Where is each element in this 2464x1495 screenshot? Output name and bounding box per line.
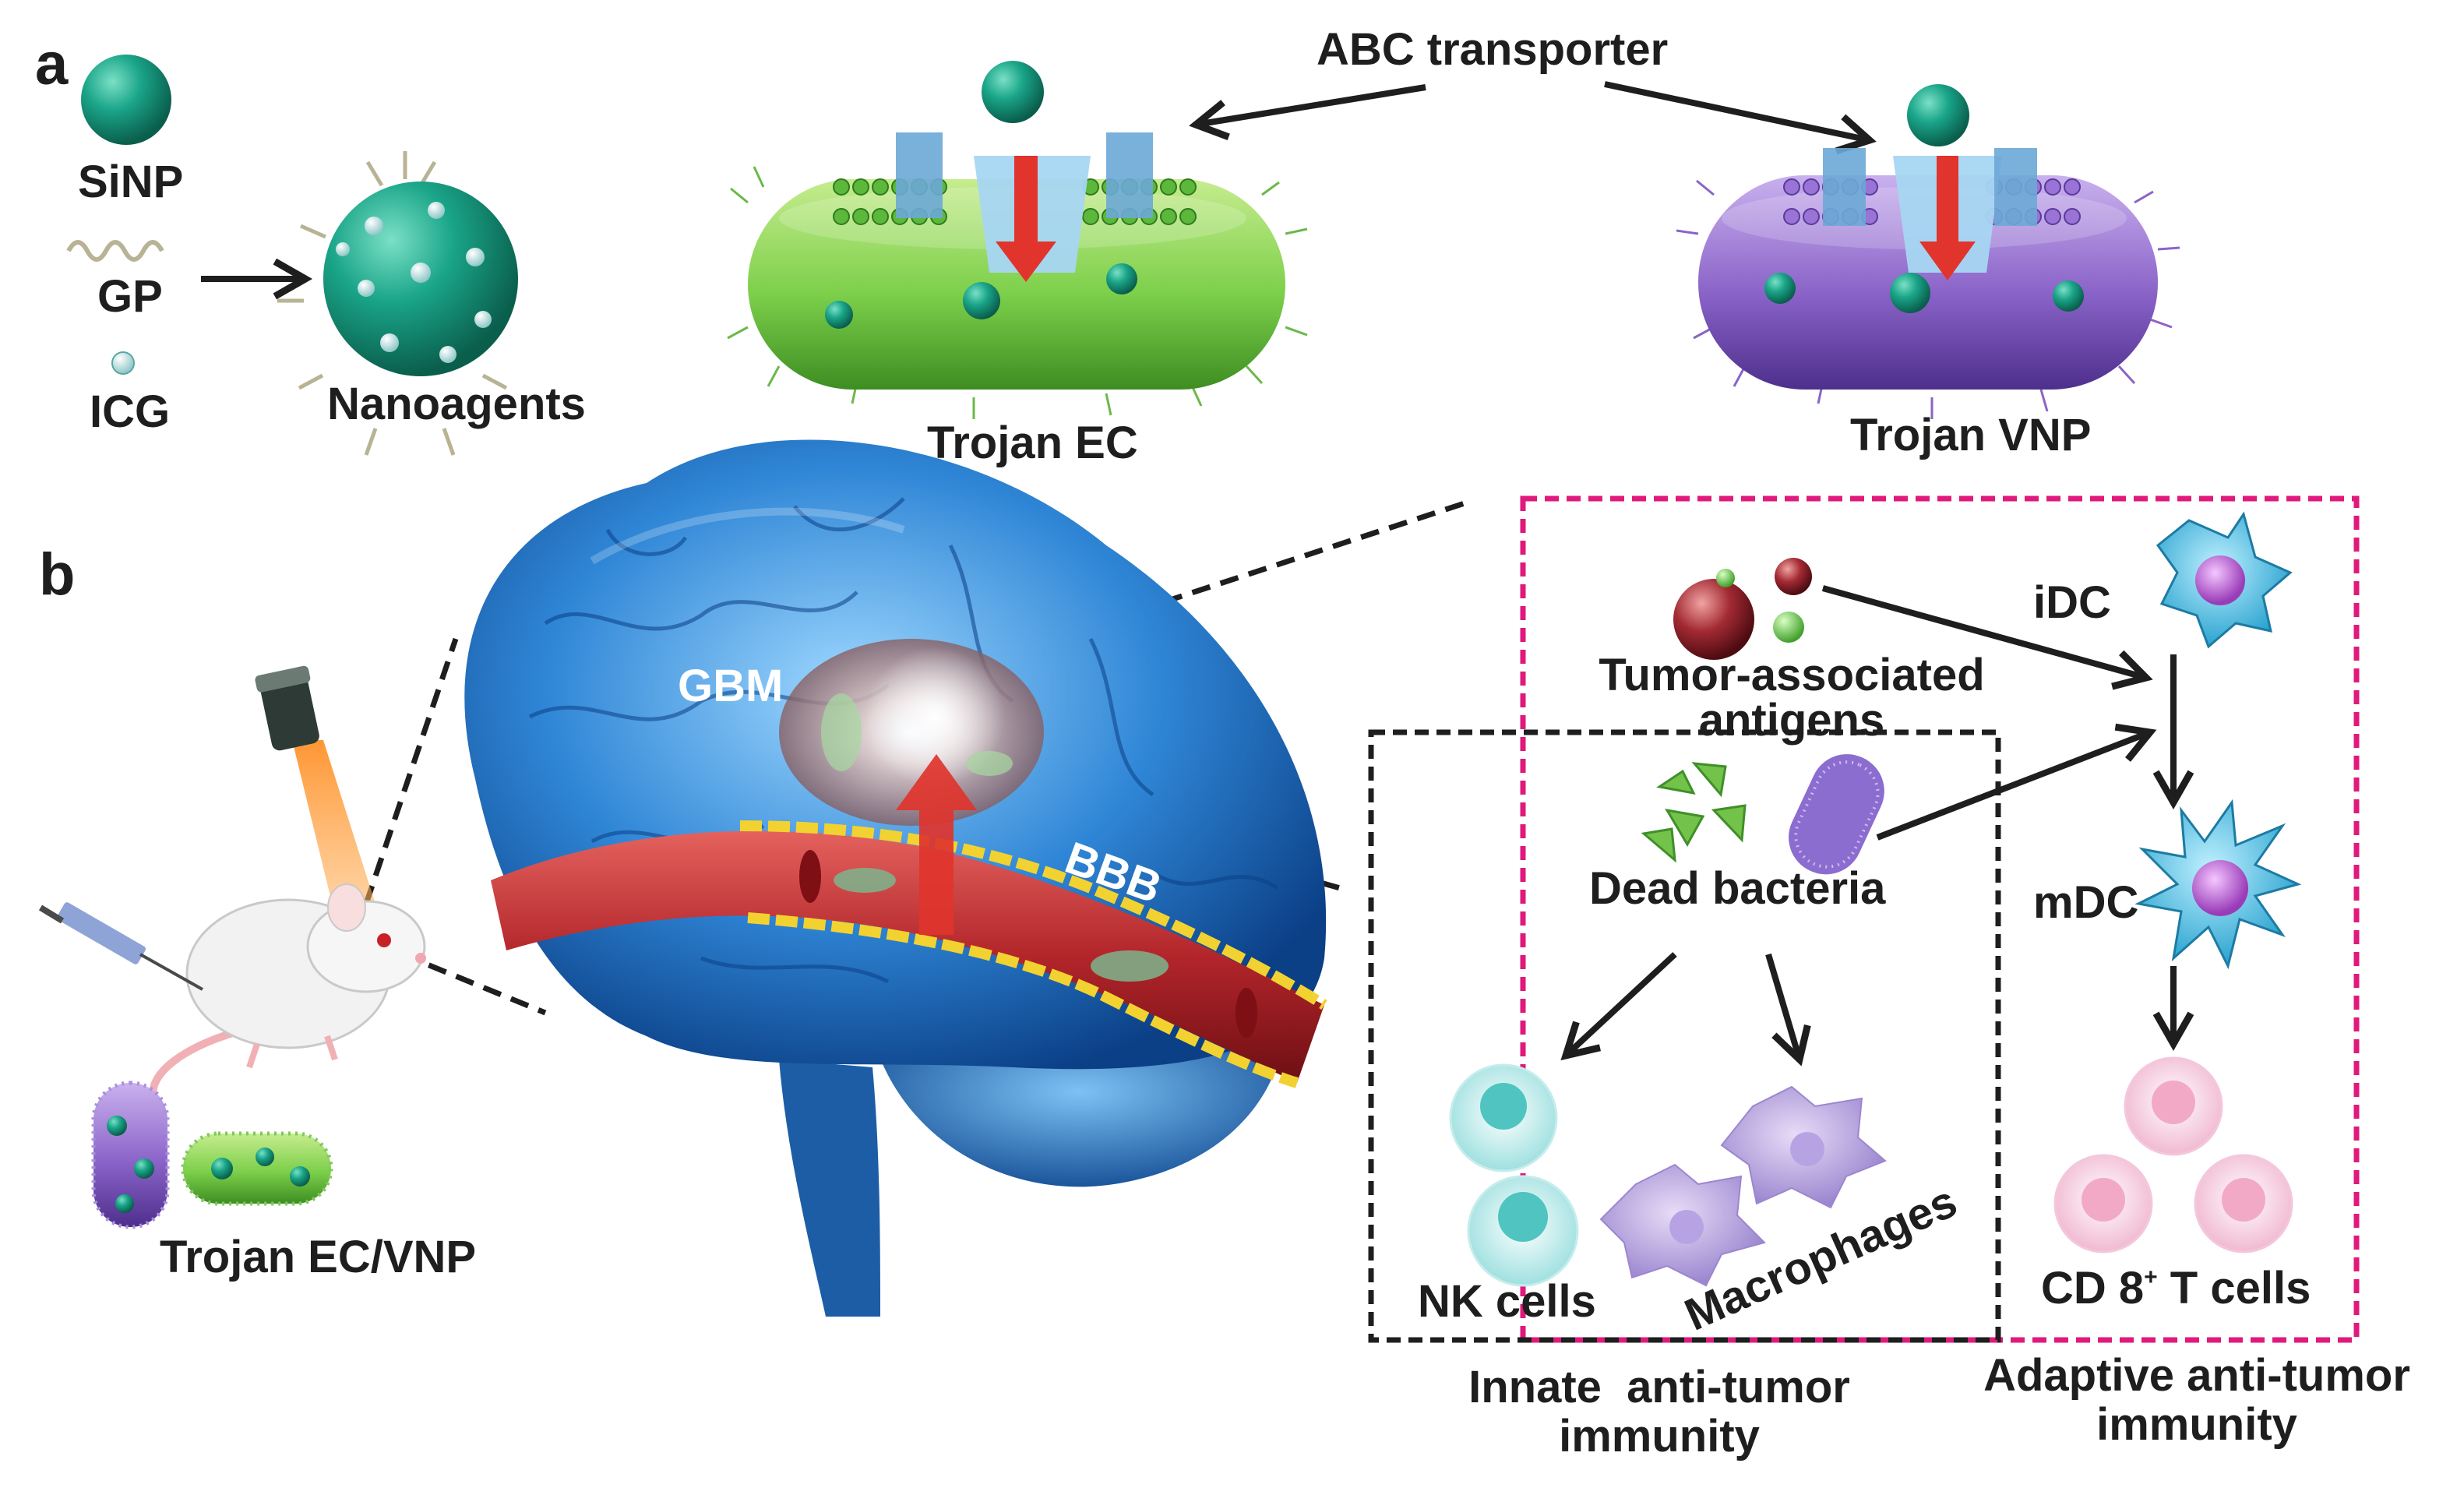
panel-a-letter: a xyxy=(35,31,69,97)
cd8-t-cells-label: CD 8+ T cells xyxy=(2041,1266,2311,1311)
mouse-icon xyxy=(38,883,426,1195)
innate-line1: Innate anti-tumor xyxy=(1468,1362,1850,1412)
tumor-antigens-label: Tumor-associated antigens xyxy=(1574,653,2010,743)
ec-uptake-red-arrow xyxy=(996,156,1056,282)
ec-abc-transporter-left xyxy=(896,132,943,218)
nanoagent-icon xyxy=(277,151,518,456)
adaptive-immunity-pink-box xyxy=(1520,495,2360,1343)
panel-b-letter: b xyxy=(39,541,76,608)
mdc-label: mDC xyxy=(2033,877,2139,928)
nanoagents-label: Nanoagents xyxy=(327,379,586,429)
icg-label: ICG xyxy=(90,386,171,437)
trojan-ec-vnp-label: Trojan EC/VNP xyxy=(160,1232,477,1282)
gp-squiggle-icon xyxy=(66,240,164,262)
syringe-icon xyxy=(38,902,203,991)
innate-line2: immunity xyxy=(1559,1410,1760,1462)
adaptive-immunity-label: Adaptive anti-tumor immunity xyxy=(1948,1350,2446,1450)
trojan-vnp-label: Trojan VNP xyxy=(1850,410,2092,460)
cerebellum xyxy=(872,1028,1285,1187)
zoom-line-mouse-top xyxy=(363,637,459,905)
sinp-label: SiNP xyxy=(78,157,184,207)
arrow-antigens-to-dc xyxy=(1821,585,2153,690)
bbb-crossing-red-arrow xyxy=(896,754,977,935)
ec-abc-transporter-right xyxy=(1106,132,1153,218)
vnp-abc-transporter-right xyxy=(1994,148,2037,226)
panel-a xyxy=(66,55,2180,456)
cd8-suffix: T cells xyxy=(2157,1263,2311,1313)
blood-vessel xyxy=(491,820,1327,1088)
bbb-layer-top xyxy=(739,820,1327,1010)
adaptive-line2: immunity xyxy=(2096,1398,2297,1450)
tumor-antigens-line1: Tumor-associated xyxy=(1599,650,1985,700)
nk-cells-icon xyxy=(1449,1063,1579,1287)
abc-transporter-label: ABC transporter xyxy=(1317,24,1669,75)
abc-arrow-left xyxy=(1189,84,1426,141)
gbm-tumor xyxy=(779,639,1044,826)
cd8-prefix: CD 8 xyxy=(2041,1263,2145,1313)
vnp-uptake-red-arrow xyxy=(1919,156,1976,280)
gbm-label: GBM xyxy=(678,661,784,711)
bbb-layer-bottom xyxy=(747,912,1299,1088)
vnp-abc-transporter-left xyxy=(1823,148,1866,226)
dead-bacteria-label: Dead bacteria xyxy=(1589,863,1886,914)
arrow-to-nk-cells xyxy=(1560,952,1677,1061)
tumor-antigens-icon xyxy=(1673,558,1812,660)
brainstem xyxy=(779,1060,880,1317)
idc-cell-icon xyxy=(2156,511,2293,649)
mdc-cell-icon xyxy=(2134,799,2302,970)
icg-dot-icon xyxy=(111,351,135,375)
flashlight-icon xyxy=(255,665,378,915)
trojan-ec-label: Trojan EC xyxy=(927,418,1138,468)
dead-bacteria-icon xyxy=(1641,754,1884,875)
innate-immunity-label: Innate anti-tumor immunity xyxy=(1426,1363,1893,1461)
innate-immunity-black-box xyxy=(1368,729,2001,1343)
macrophages-icon xyxy=(1599,1085,1887,1287)
cd8-superscript: + xyxy=(2144,1264,2158,1290)
trojan-vnp-bacterium xyxy=(1676,84,2180,419)
trojan-ec-bacterium xyxy=(727,61,1308,419)
idc-label: iDC xyxy=(2033,577,2111,628)
panel-b xyxy=(38,439,2360,1343)
sinp-sphere-icon xyxy=(81,55,171,145)
arrow-dead-bacteria-to-dc xyxy=(1876,723,2157,841)
abc-arrow-right xyxy=(1604,81,1877,155)
gp-label: GP xyxy=(97,271,163,322)
trojan-ec-vnp-bacteria xyxy=(91,1081,333,1229)
arrow-to-macrophages xyxy=(1765,953,1811,1067)
tumor-antigens-line2: antigens xyxy=(1698,695,1885,746)
cd8-t-cells-icon xyxy=(2053,1056,2293,1253)
nk-cells-label: NK cells xyxy=(1418,1276,1596,1327)
adaptive-line1: Adaptive anti-tumor xyxy=(1983,1350,2410,1401)
